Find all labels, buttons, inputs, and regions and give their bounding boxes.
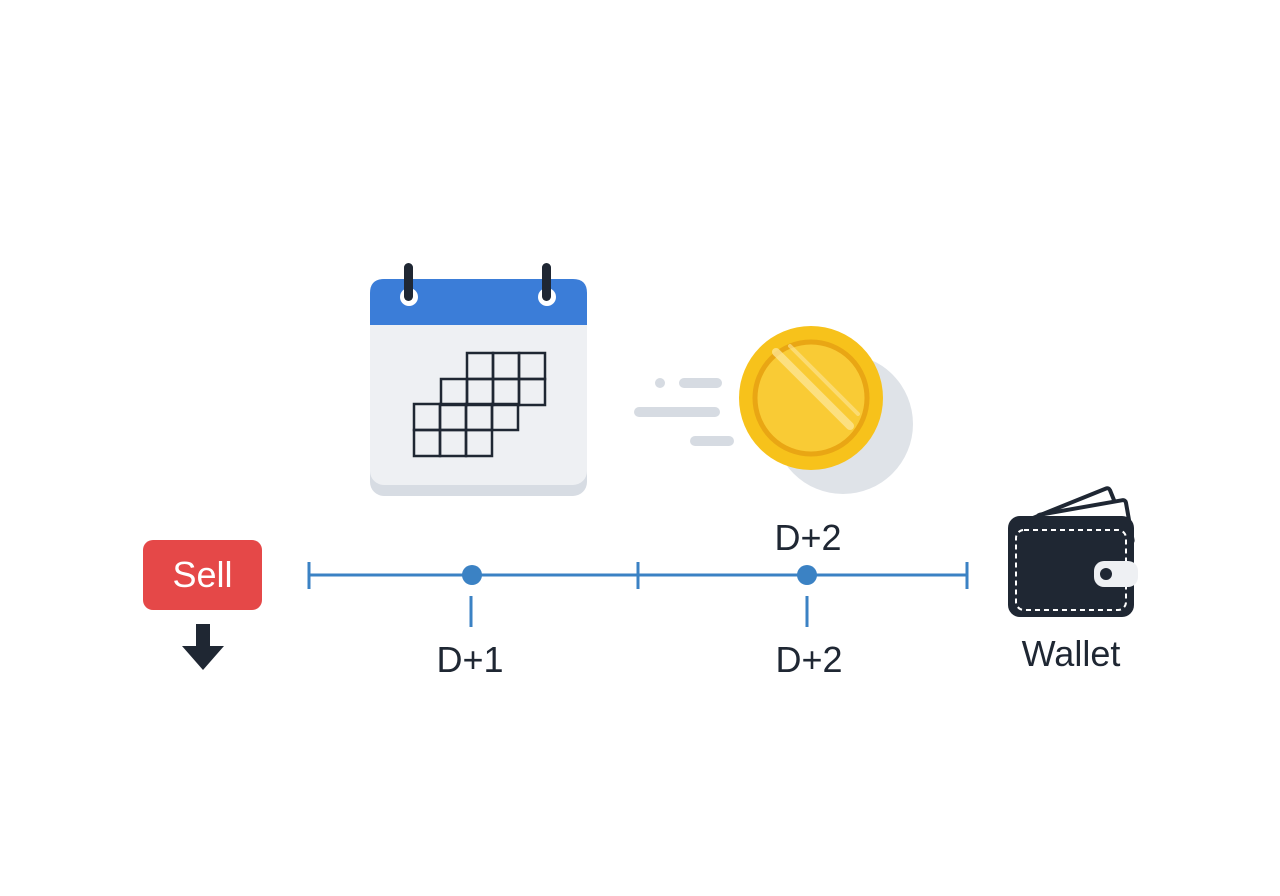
sell-button[interactable]: Sell bbox=[143, 540, 262, 610]
timeline-dot-d1 bbox=[462, 565, 482, 585]
d2-top-label: D+2 bbox=[774, 517, 842, 558]
calendar-icon bbox=[370, 263, 587, 496]
wallet-label: Wallet bbox=[1021, 633, 1121, 674]
timeline bbox=[307, 562, 969, 627]
timeline-dot-d2 bbox=[797, 565, 817, 585]
calendar-grid bbox=[412, 351, 547, 458]
wallet-icon bbox=[1008, 486, 1138, 617]
d1-label: D+1 bbox=[436, 639, 504, 680]
arrow-down-icon bbox=[182, 624, 224, 670]
d2-label: D+2 bbox=[775, 639, 843, 680]
coin-icon bbox=[739, 326, 913, 494]
motion-lines bbox=[634, 378, 734, 446]
